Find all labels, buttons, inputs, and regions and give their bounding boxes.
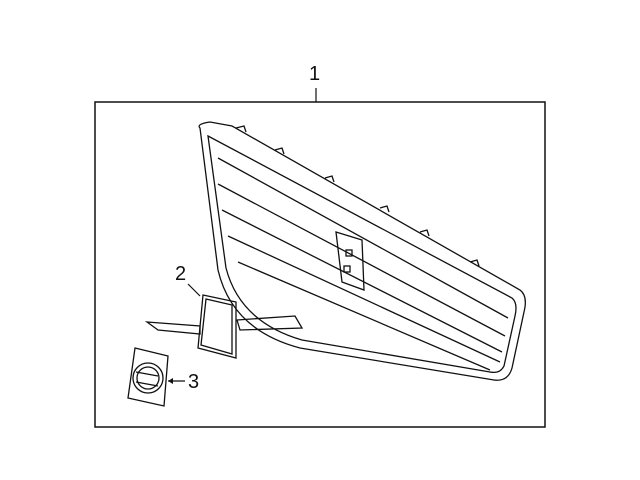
emblem-bracket bbox=[144, 294, 304, 359]
grille-assembly bbox=[198, 121, 526, 381]
emblem bbox=[127, 347, 169, 407]
callout-2: 2 bbox=[175, 263, 187, 285]
callout-2-leader bbox=[187, 283, 201, 297]
callout-1: 1 bbox=[309, 63, 321, 85]
diagram-frame bbox=[94, 101, 546, 428]
callout-3: 3 bbox=[188, 371, 200, 393]
